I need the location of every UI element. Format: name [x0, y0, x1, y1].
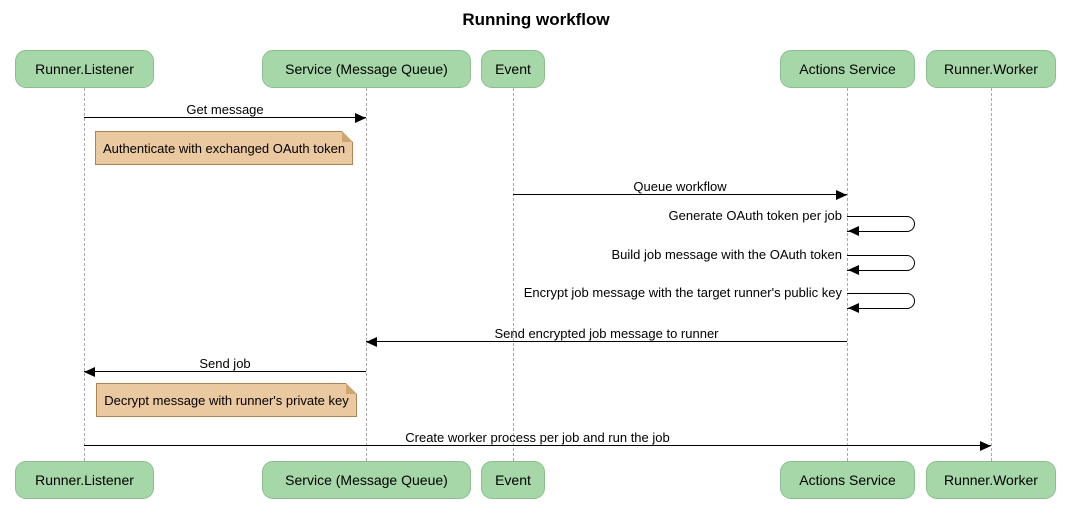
message-label: Encrypt job message with the target runn…	[523, 285, 842, 300]
message-send-job: Send job	[84, 356, 366, 377]
actor-service-message-queue-bottom: Service (Message Queue)	[262, 461, 471, 499]
arrowhead-right-icon	[980, 440, 991, 451]
message-label: Queue workflow	[633, 179, 727, 194]
message-create-worker-process: Create worker process per job and run th…	[84, 430, 991, 451]
message-queue-workflow: Queue workflow	[513, 179, 847, 200]
actor-runner-listener-bottom: Runner.Listener	[15, 461, 154, 499]
note-label: Decrypt message with runner's private ke…	[104, 392, 349, 408]
message-label: Generate OAuth token per job	[668, 208, 842, 223]
message-line	[84, 117, 366, 119]
message-label: Create worker process per job and run th…	[405, 430, 670, 445]
arrowhead-right-icon	[836, 189, 847, 200]
arrowhead-right-icon	[355, 112, 366, 123]
arrowhead-left-icon	[366, 336, 377, 347]
lifeline-actions-service	[847, 88, 848, 461]
actor-label: Event	[495, 472, 531, 488]
arrowhead-left-icon	[84, 366, 95, 377]
message-line	[84, 445, 991, 447]
note-fold-icon	[346, 383, 357, 394]
message-get-message: Get message	[84, 102, 366, 123]
message-label: Build job message with the OAuth token	[611, 247, 842, 262]
arrowhead-left-icon	[848, 226, 859, 237]
arrowhead-left-icon	[848, 265, 859, 276]
self-loop-line	[847, 216, 915, 232]
arrowhead-left-icon	[848, 303, 859, 314]
actor-runner-listener-top: Runner.Listener	[15, 50, 154, 88]
actor-label: Service (Message Queue)	[285, 472, 448, 488]
actor-actions-service-bottom: Actions Service	[780, 461, 915, 499]
message-line	[84, 371, 366, 373]
actor-actions-service-top: Actions Service	[780, 50, 915, 88]
message-send-encrypted-job: Send encrypted job message to runner	[366, 326, 847, 347]
note-label: Authenticate with exchanged OAuth token	[102, 140, 346, 156]
lifeline-event	[513, 88, 514, 461]
actor-event-top: Event	[481, 50, 545, 88]
message-line	[513, 194, 847, 196]
message-label: Get message	[186, 102, 264, 117]
self-loop-line	[847, 255, 915, 271]
actor-runner-worker-bottom: Runner.Worker	[926, 461, 1056, 499]
note-decrypt: Decrypt message with runner's private ke…	[96, 383, 357, 417]
lifeline-service-message-queue	[366, 88, 367, 461]
actor-label: Runner.Worker	[944, 472, 1038, 488]
actor-label: Event	[495, 61, 531, 77]
message-line	[366, 341, 847, 343]
lifeline-runner-worker	[991, 88, 992, 461]
actor-label: Actions Service	[799, 61, 896, 77]
diagram-title: Running workflow	[462, 10, 610, 29]
actor-label: Actions Service	[799, 472, 896, 488]
actor-runner-worker-top: Runner.Worker	[926, 50, 1056, 88]
actor-service-message-queue-top: Service (Message Queue)	[262, 50, 471, 88]
note-authenticate: Authenticate with exchanged OAuth token	[95, 131, 353, 165]
note-fold-icon	[342, 131, 353, 142]
message-label: Send job	[199, 356, 251, 371]
actor-label: Runner.Listener	[35, 472, 134, 488]
actor-label: Service (Message Queue)	[285, 61, 448, 77]
self-loop-line	[847, 293, 915, 309]
actor-label: Runner.Worker	[944, 61, 1038, 77]
actor-event-bottom: Event	[481, 461, 545, 499]
message-label: Send encrypted job message to runner	[494, 326, 719, 341]
lifeline-runner-listener	[84, 88, 85, 461]
actor-label: Runner.Listener	[35, 61, 134, 77]
